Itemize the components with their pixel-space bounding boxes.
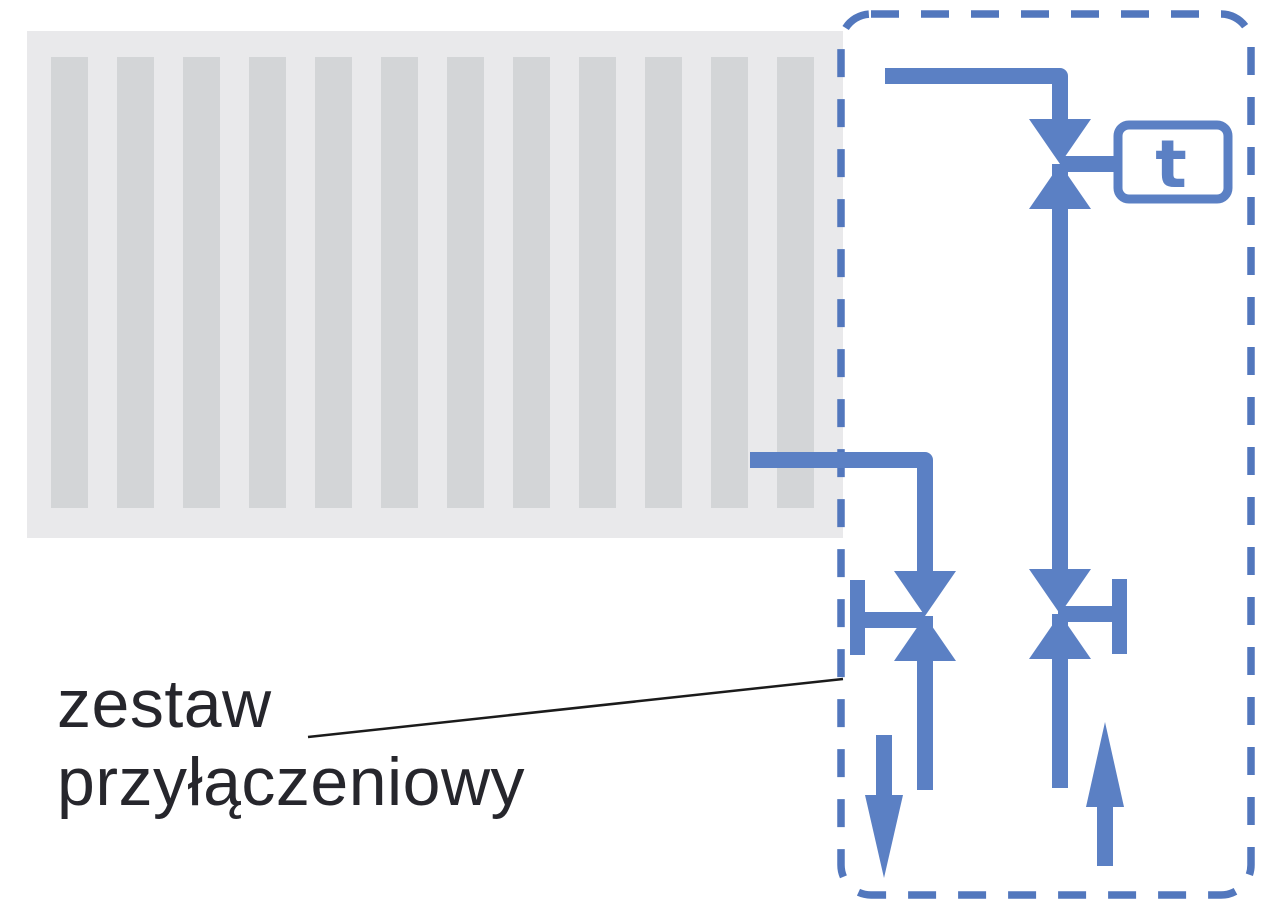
flow-arrow-up-icon	[1086, 722, 1124, 866]
radiator-fin	[117, 57, 154, 508]
radiator-fin	[645, 57, 682, 508]
thermostat-head: t	[1113, 120, 1233, 204]
return-valve-icon	[850, 571, 956, 661]
radiator-fin	[579, 57, 616, 508]
supply-riser-pipe	[1052, 164, 1068, 577]
radiator-fin	[381, 57, 418, 508]
supply-top-pipe	[885, 68, 1068, 121]
radiator	[27, 31, 843, 538]
connection-set-label: zestaw przyłączeniowy	[57, 665, 525, 821]
label-line-2: przyłączeniowy	[57, 744, 526, 820]
flow-arrow-down-icon	[865, 735, 903, 878]
radiator-fins	[51, 57, 814, 508]
radiator-fin	[447, 57, 484, 508]
leader-line	[307, 677, 844, 739]
radiator-fin	[249, 57, 286, 508]
thermostat-symbol: t	[1155, 126, 1187, 203]
supply-stub-pipe	[1052, 614, 1068, 788]
radiator-fin	[513, 57, 550, 508]
radiator-fin	[777, 57, 814, 508]
label-line-1: zestaw	[57, 666, 272, 742]
radiator-fin	[51, 57, 88, 508]
thermostatic-valve-icon	[1029, 119, 1118, 209]
return-pipe	[750, 452, 933, 572]
radiator-fin	[183, 57, 220, 508]
radiator-fin	[711, 57, 748, 508]
radiator-fin	[315, 57, 352, 508]
supply-valve-icon	[1029, 569, 1127, 659]
return-stub-pipe	[917, 616, 933, 790]
